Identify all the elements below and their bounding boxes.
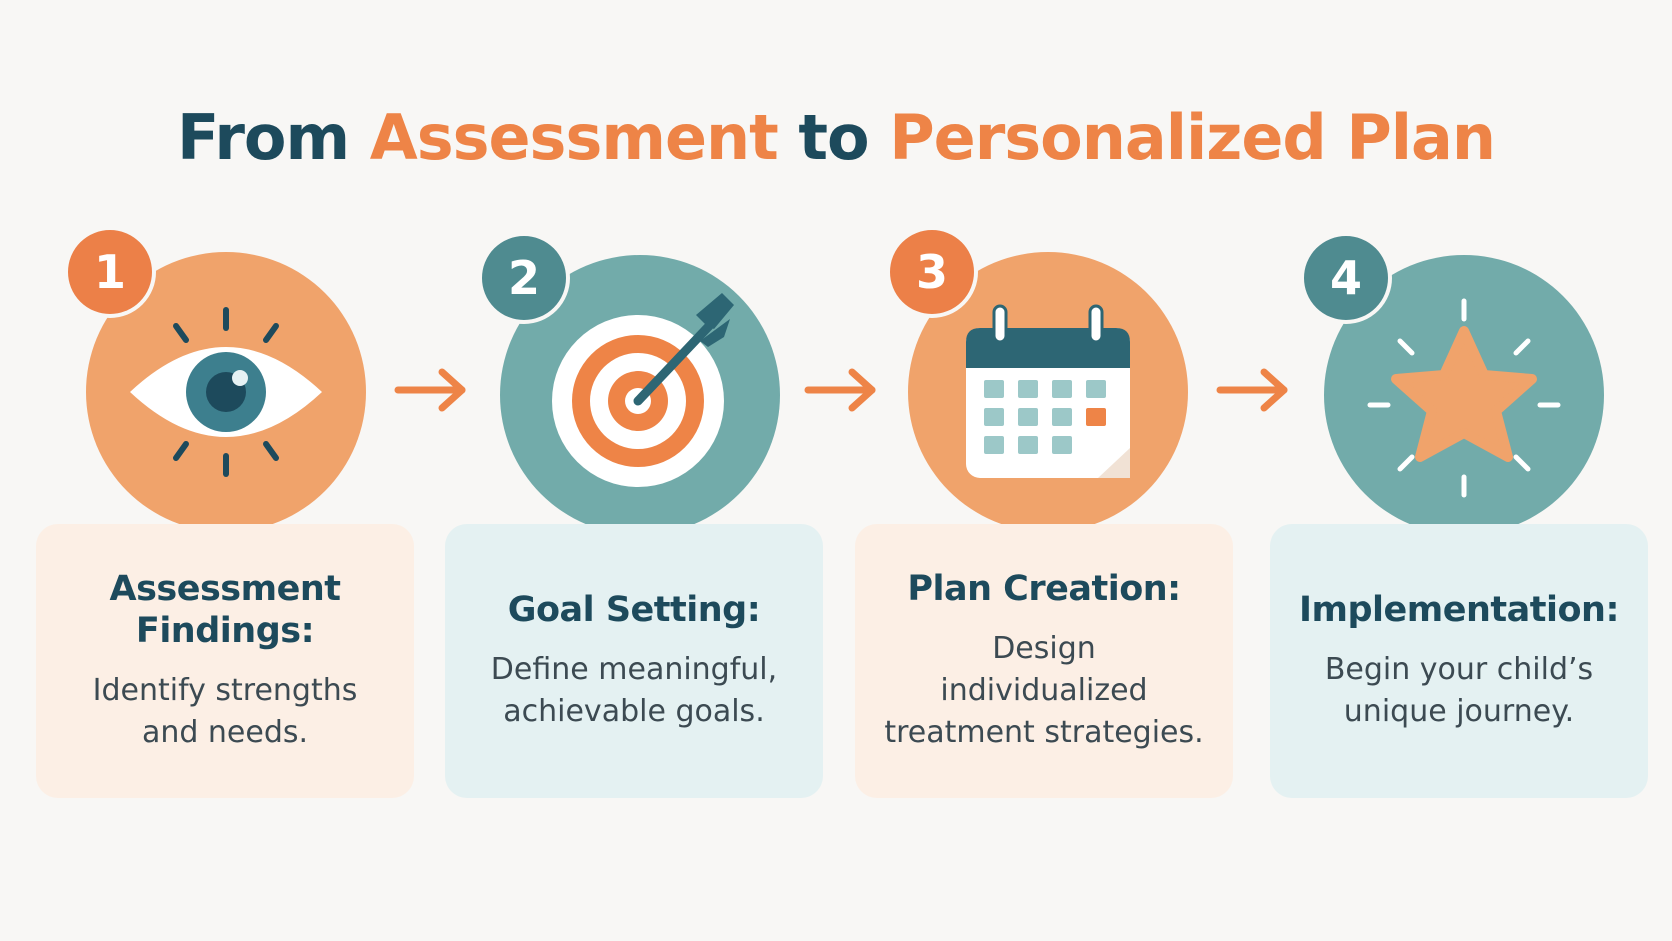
- page-title: From Assessment to Personalized Plan: [0, 98, 1672, 178]
- step-3-text: Design individualized treatment strategi…: [884, 631, 1204, 750]
- title-part-1: From: [176, 101, 370, 174]
- step-2-badge: 2: [478, 232, 570, 324]
- step-1-badge: 1: [64, 226, 156, 318]
- step-4-heading: Implementation:: [1299, 590, 1619, 630]
- arrow-right-icon: [804, 368, 876, 412]
- arrow-right-icon: [394, 368, 466, 412]
- step-4-text: Begin your child’s unique journey.: [1324, 652, 1594, 729]
- title-part-2: Assessment: [369, 101, 779, 174]
- step-1-text: Identify strengths and needs.: [92, 673, 358, 750]
- star-icon: [1367, 298, 1561, 498]
- step-2-card: Goal Setting: Define meaningful, achieva…: [445, 524, 823, 798]
- eye-icon: [130, 307, 322, 477]
- step-4-badge: 4: [1300, 232, 1392, 324]
- step-3-heading: Plan Creation:: [907, 569, 1181, 609]
- step-2-heading: Goal Setting:: [507, 590, 761, 630]
- step-3-card: Plan Creation: Design individualized tre…: [855, 524, 1233, 798]
- step-1-card: Assessment Findings: Identify strengths …: [36, 524, 414, 798]
- title-part-4: Personalized Plan: [889, 101, 1496, 174]
- target-icon: [552, 293, 734, 487]
- title-part-3: to: [777, 101, 890, 174]
- calendar-icon: [966, 304, 1130, 478]
- step-4-card: Implementation: Begin your child’s uniqu…: [1270, 524, 1648, 798]
- step-3-badge: 3: [886, 226, 978, 318]
- step-1-heading: Assessment Findings:: [109, 569, 341, 651]
- step-2-text: Define meaningful, achievable goals.: [490, 652, 778, 729]
- step-1-circle: [86, 252, 366, 532]
- arrow-right-icon: [1216, 368, 1288, 412]
